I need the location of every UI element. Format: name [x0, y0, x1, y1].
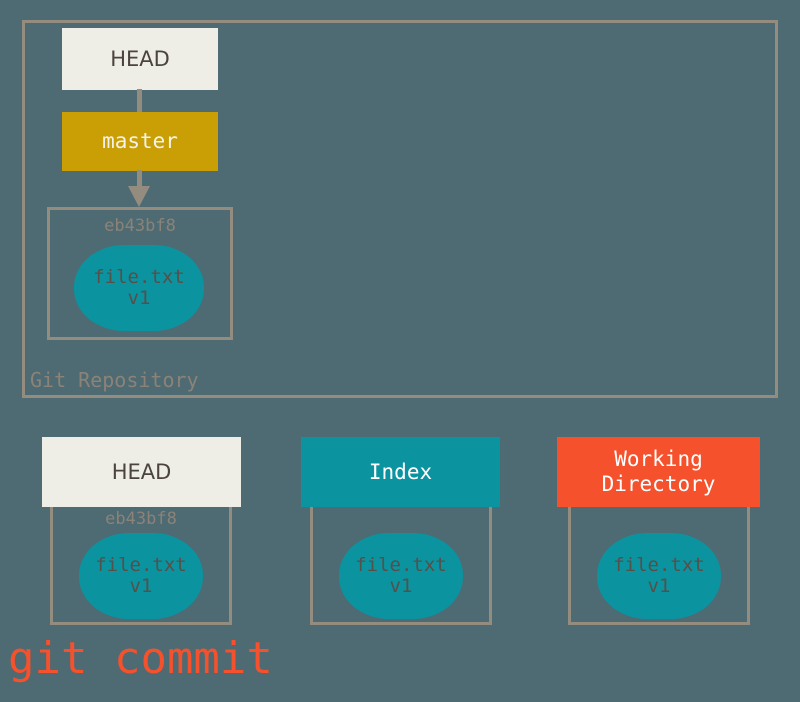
- area-body-head: eb43bf8 file.txt v1: [50, 507, 232, 625]
- area-body-working-directory: file.txt v1: [568, 507, 750, 625]
- area-header-index-label: Index: [368, 459, 433, 484]
- area-head-hash: eb43bf8: [105, 509, 177, 529]
- repo-commit-file-version: v1: [127, 287, 151, 309]
- area-header-index[interactable]: Index: [301, 437, 500, 507]
- area-working-directory-file-version: v1: [647, 575, 671, 597]
- area-index-file-name: file.txt: [355, 553, 447, 576]
- area-head-blob[interactable]: file.txt v1: [79, 533, 203, 619]
- area-index-file-version: v1: [389, 575, 413, 597]
- repo-master-branch-box[interactable]: master: [62, 112, 218, 171]
- area-header-working-directory[interactable]: Working Directory: [557, 437, 760, 507]
- connector-master-to-commit: [137, 170, 142, 190]
- repo-commit-hash: eb43bf8: [104, 216, 176, 236]
- arrow-down-icon: [128, 186, 150, 207]
- area-index-blob[interactable]: file.txt v1: [339, 533, 463, 619]
- repo-head-pointer-label: HEAD: [110, 46, 170, 71]
- repo-commit-blob[interactable]: file.txt v1: [74, 245, 204, 331]
- area-head-file-version: v1: [129, 575, 153, 597]
- area-header-working-directory-label-line2: Directory: [601, 472, 716, 496]
- repo-master-branch-label: master: [102, 129, 178, 154]
- area-body-index: file.txt v1: [310, 507, 492, 625]
- repo-head-pointer-box[interactable]: HEAD: [62, 28, 218, 90]
- area-working-directory-file-name: file.txt: [613, 553, 705, 576]
- area-header-working-directory-label: Working: [614, 447, 703, 472]
- connector-head-to-master: [137, 89, 142, 113]
- area-head-file-name: file.txt: [95, 553, 187, 576]
- area-header-head[interactable]: HEAD: [42, 437, 241, 507]
- repo-commit-file-name: file.txt: [93, 265, 185, 288]
- command-caption: git commit: [8, 633, 273, 684]
- git-repository-frame: [22, 20, 778, 398]
- git-repository-label: Git Repository: [30, 368, 199, 392]
- area-working-directory-blob[interactable]: file.txt v1: [597, 533, 721, 619]
- area-header-head-label: HEAD: [111, 459, 172, 484]
- repo-commit-container[interactable]: eb43bf8 file.txt v1: [47, 207, 233, 340]
